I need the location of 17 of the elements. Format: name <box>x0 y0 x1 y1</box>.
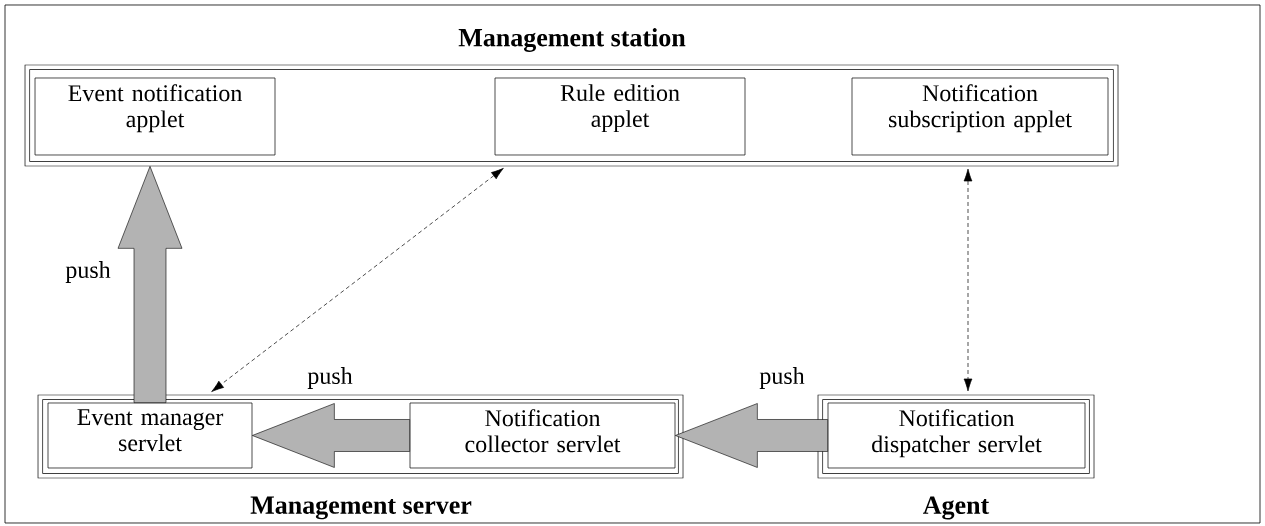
block-arrow <box>117 166 183 403</box>
component-box: Rule edition applet <box>494 77 746 156</box>
edge-label: push <box>64 260 112 284</box>
arrow <box>211 168 504 392</box>
component-box: Notification subscription applet <box>851 77 1109 156</box>
component-box: Event manager servlet <box>47 402 253 469</box>
block-arrow <box>675 403 828 468</box>
node-label: Agent <box>923 496 990 520</box>
edge-label: push <box>306 366 354 390</box>
node-label: Management station <box>458 28 686 52</box>
component-box: Notification collector servlet <box>409 402 676 469</box>
arrow <box>963 168 973 392</box>
node-label: Management server <box>250 496 472 520</box>
block-arrow <box>252 403 410 468</box>
component-box: Event notification applet <box>34 77 276 156</box>
component-box: Notification dispatcher servlet <box>827 402 1086 469</box>
edge-label: push <box>758 366 806 390</box>
